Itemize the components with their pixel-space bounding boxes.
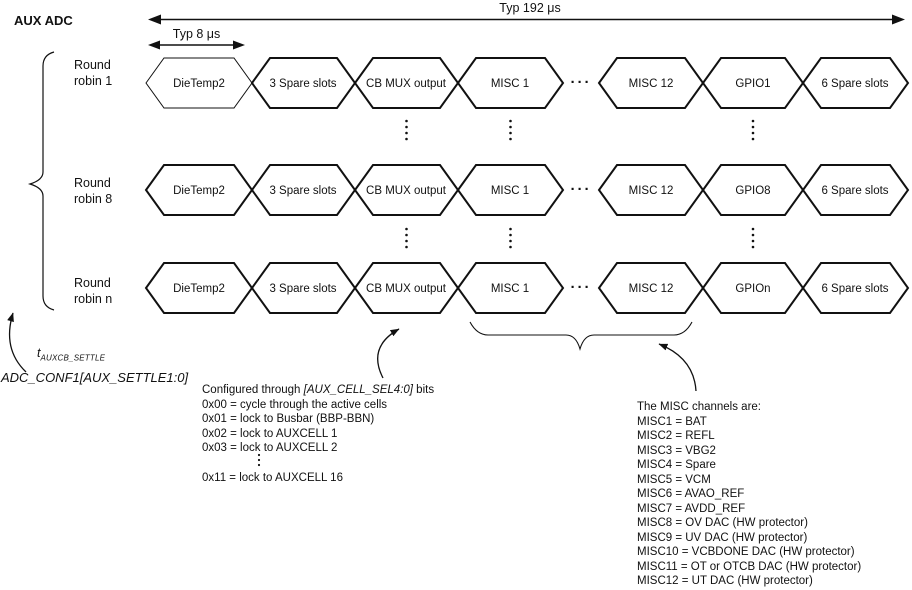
total-duration-label: Typ 192 μs: [499, 1, 561, 15]
misc-channel-item: MISC1 = BAT: [637, 415, 707, 428]
slot-misc-12: MISC 12: [597, 262, 705, 314]
cell-sel-intro-prefix: Configured through: [202, 384, 304, 396]
cell-sel-option: 0x03 = lock to AUXCELL 2: [202, 442, 338, 454]
settle-register-label: ADC_CONF1[AUX_SETTLE1:0]: [1, 370, 189, 385]
slot-duration-arrow: [148, 40, 245, 50]
slot-label: GPIO8: [735, 185, 770, 197]
round-robin-row-n: DieTemp2 3 Spare slots CB MUX output MIS…: [144, 262, 910, 314]
slot-cb-mux-output: CB MUX output: [353, 164, 460, 216]
cell-sel-options-gap: [202, 456, 434, 471]
cell-sel-last-option: 0x11 = lock to AUXCELL 16: [202, 471, 343, 484]
rounds-brace: [27, 51, 55, 311]
round-robin-row-1: DieTemp2 3 Spare slots CB MUX output MIS…: [145, 57, 910, 109]
slot-misc-12: MISC 12: [597, 57, 705, 109]
misc-list-arrow: [658, 343, 697, 392]
misc-channel-item: MISC5 = VCM: [637, 473, 711, 486]
slot-gpio1: GPIO1: [701, 57, 805, 109]
slot-label: 3 Spare slots: [269, 185, 336, 197]
slot-dietemp2: DieTemp2: [144, 262, 254, 314]
slot-cb-mux-output: CB MUX output: [353, 262, 460, 314]
slot-6-spare-slots: 6 Spare slots: [801, 57, 910, 109]
slot-gpio8: GPIO8: [701, 164, 805, 216]
misc-channel-item: MISC7 = AVDD_REF: [637, 502, 746, 515]
slot-label: MISC 12: [629, 283, 674, 295]
misc-range-ellipsis: ···: [571, 279, 592, 296]
slot-label: GPIOn: [735, 283, 770, 295]
slot-label: MISC 1: [491, 283, 529, 295]
slot-cb-mux-output: CB MUX output: [353, 57, 460, 109]
misc-channel-item: MISC10 = VCBDONE DAC (HW protector): [637, 546, 855, 558]
slot-label: MISC 12: [629, 78, 674, 90]
vertical-ellipsis: [405, 227, 755, 249]
slot-label: CB MUX output: [366, 283, 447, 295]
cell-sel-option: 0x00 = cycle through the active cells: [202, 398, 388, 411]
slot-misc-1: MISC 1: [456, 164, 565, 216]
slot-label: 6 Spare slots: [821, 283, 888, 295]
slot-dietemp2: DieTemp2: [145, 57, 253, 109]
cell-sel-intro-suffix: bits: [412, 384, 435, 396]
cell-sel-option: 0x02 = lock to AUXCELL 1: [202, 427, 338, 440]
slot-6-spare-slots: 6 Spare slots: [801, 164, 910, 216]
slot-label: DieTemp2: [173, 283, 225, 295]
cell-sel-option: 0x01 = lock to Busbar (BBP-BBN): [202, 413, 375, 425]
slot-label: 6 Spare slots: [821, 185, 888, 197]
misc-channel-item: MISC11 = OT or OTCB DAC (HW protector): [637, 560, 862, 573]
cell-sel-annotation: Configured through [AUX_CELL_SEL4:0] bit…: [202, 383, 434, 485]
slot-misc-12: MISC 12: [597, 164, 705, 216]
slot-label: MISC 1: [491, 78, 529, 90]
slot-3-spare-slots: 3 Spare slots: [250, 164, 357, 216]
slot-label: GPIO1: [735, 78, 770, 90]
total-duration-arrow: [148, 14, 905, 25]
misc-range-ellipsis: ···: [571, 74, 592, 91]
slot-duration-label: Typ 8 μs: [172, 27, 221, 41]
slot-6-spare-slots: 6 Spare slots: [801, 262, 910, 314]
slot-dietemp2: DieTemp2: [144, 164, 254, 216]
misc-channel-item: MISC2 = REFL: [637, 430, 715, 442]
slot-gpion: GPIOn: [701, 262, 805, 314]
slot-label: 3 Spare slots: [269, 283, 336, 295]
misc-span-brace: [469, 321, 693, 351]
settle-symbol-subscript: AUXCB_SETTLE: [40, 353, 106, 363]
slot-label: 3 Spare slots: [269, 78, 336, 90]
slot-misc-1: MISC 1: [456, 262, 565, 314]
round-robin-n-label: Round robin n: [74, 276, 113, 306]
round-robin-1-label: Round robin 1: [74, 58, 113, 88]
slot-3-spare-slots: 3 Spare slots: [250, 57, 357, 109]
misc-channel-item: MISC12 = UT DAC (HW protector): [637, 575, 813, 587]
misc-channel-item: MISC9 = UV DAC (HW protector): [637, 531, 808, 544]
cell-sel-intro: Configured through [AUX_CELL_SEL4:0] bit…: [202, 383, 434, 398]
options-ellipsis: [257, 453, 261, 467]
slot-label: DieTemp2: [173, 185, 225, 197]
slot-misc-1: MISC 1: [456, 57, 565, 109]
misc-channel-item: MISC3 = VBG2: [637, 444, 716, 457]
slot-label: MISC 12: [629, 185, 674, 197]
vertical-ellipsis: [405, 119, 755, 141]
misc-channels-annotation: The MISC channels are: MISC1 = BAT MISC2…: [637, 400, 861, 589]
diagram-title: AUX ADC: [14, 13, 73, 28]
slot-label: CB MUX output: [366, 78, 447, 90]
misc-channel-item: MISC6 = AVAO_REF: [637, 488, 745, 500]
cell-sel-register: [AUX_CELL_SEL4:0]: [303, 384, 413, 396]
settle-time-arrow: [7, 312, 27, 373]
misc-range-ellipsis: ···: [571, 181, 592, 198]
round-robin-row-8: DieTemp2 3 Spare slots CB MUX output MIS…: [144, 164, 910, 216]
slot-label: 6 Spare slots: [821, 78, 888, 90]
slot-3-spare-slots: 3 Spare slots: [250, 262, 357, 314]
misc-channels-header: The MISC channels are:: [637, 401, 762, 413]
settle-symbol-t: t: [37, 346, 41, 360]
slot-label: MISC 1: [491, 185, 529, 197]
round-robin-8-label: Round robin 8: [74, 176, 113, 206]
slot-label: CB MUX output: [366, 185, 447, 197]
settle-time-symbol: tAUXCB_SETTLE: [37, 346, 105, 366]
misc-channel-item: MISC8 = OV DAC (HW protector): [637, 517, 808, 529]
misc-channel-item: MISC4 = Spare: [637, 459, 716, 471]
cell-sel-arrow: [377, 328, 400, 379]
slot-label: DieTemp2: [173, 78, 225, 90]
